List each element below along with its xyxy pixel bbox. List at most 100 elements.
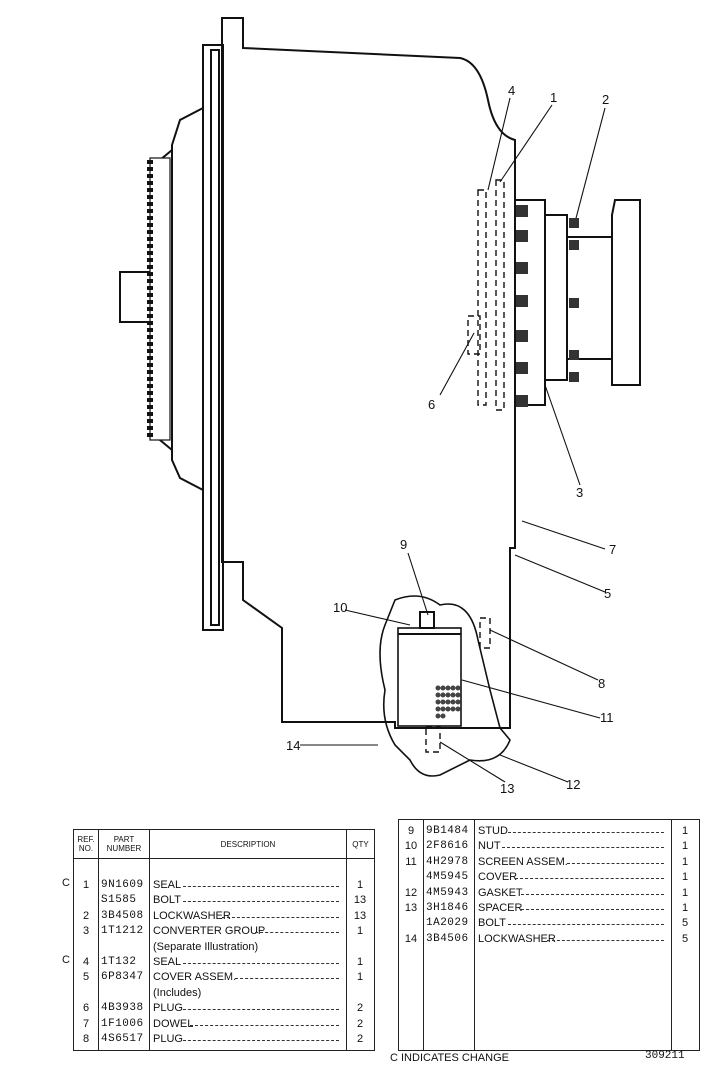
cell-ref: 8 <box>82 1033 90 1045</box>
callout-12: 12 <box>566 777 580 792</box>
cell-qty: 1 <box>356 925 364 938</box>
cell-desc: PLUG <box>153 1033 183 1045</box>
flange-plate <box>202 44 224 631</box>
leader-dashes <box>521 901 664 910</box>
cell-desc: DOWEL <box>153 1017 194 1030</box>
cell-desc: LOCKWASHER <box>153 909 231 922</box>
cell-qty: 2 <box>356 1002 364 1015</box>
cell-ref: 4 <box>82 956 90 968</box>
cell-ref: 14 <box>404 932 418 945</box>
callout-3: 3 <box>576 485 583 500</box>
cell-qty: 1 <box>681 871 689 884</box>
leader-dashes <box>183 878 339 887</box>
table-row: 3 1T1212 CONVERTER GROUP 1 <box>74 924 374 939</box>
cell-desc: SPACER <box>478 902 523 914</box>
table-row: 14 3B4506 LOCKWASHER 5 <box>399 932 699 947</box>
cell-ref: 1 <box>82 879 90 891</box>
cell-part: 3B4508 <box>101 909 144 922</box>
cell-desc: COVER <box>478 871 518 884</box>
cell-part: 3B4506 <box>426 932 469 945</box>
leader-dashes <box>183 1032 339 1041</box>
cell-part: 4S6517 <box>101 1033 144 1045</box>
cell-desc: LOCKWASHER <box>478 932 556 945</box>
cell-desc: CONVERTER GROUP <box>153 925 266 938</box>
cell-qty: 2 <box>356 1033 364 1045</box>
cell-part: 1T1212 <box>101 925 144 938</box>
cell-part: 1A2029 <box>426 917 469 930</box>
cell-desc: (Includes) <box>153 986 202 999</box>
cell-qty: 1 <box>681 886 689 899</box>
callout-14: 14 <box>286 738 300 753</box>
cell-ref: 11 <box>405 855 417 868</box>
cell-qty: 1 <box>681 840 689 853</box>
cell-ref: 10 <box>404 840 418 853</box>
callout-8: 8 <box>598 676 605 691</box>
leader-dashes <box>508 916 664 926</box>
table-row: 4M5945 COVER 1 <box>399 870 699 885</box>
cell-desc: STUD <box>478 825 508 837</box>
cell-part: 4M5945 <box>426 871 469 884</box>
callout-2: 2 <box>602 92 609 107</box>
yoke-flange <box>611 199 641 386</box>
cell-part: S1585 <box>101 894 137 907</box>
cell-qty: 5 <box>681 917 689 930</box>
cell-ref: 12 <box>404 886 418 899</box>
cell-part: 9B1484 <box>426 825 469 837</box>
filter-cutaway <box>379 595 511 777</box>
ring-gear <box>149 157 171 441</box>
change-mark: C <box>62 954 70 966</box>
cell-ref: 6 <box>82 1002 90 1015</box>
screen-assembly <box>397 627 462 727</box>
table-row: 10 2F8616 NUT 1 <box>399 839 699 854</box>
cell-desc: SEAL <box>153 956 182 968</box>
callout-4: 4 <box>508 83 515 98</box>
callout-6: 6 <box>428 397 435 412</box>
cell-qty: 5 <box>681 932 689 945</box>
leader-dashes <box>514 870 664 880</box>
callout-11: 11 <box>600 710 614 725</box>
header-qty: QTY <box>352 839 369 849</box>
table-row: 6 4B3938 PLUG 2 <box>74 1001 374 1016</box>
exploded-parts-drawing: 1 2 3 4 5 6 7 8 9 10 11 12 13 14 <box>119 17 641 796</box>
leader-dashes <box>508 824 664 833</box>
cell-qty: 1 <box>681 855 689 868</box>
housing-outline <box>221 17 516 729</box>
cell-desc: SEAL <box>153 879 182 891</box>
cell-desc: SCREEN ASSEM. <box>478 855 568 868</box>
table-row: (Includes) <box>74 986 374 1001</box>
cell-ref: 7 <box>82 1017 90 1030</box>
cell-part: 1F1006 <box>101 1017 144 1030</box>
leader-dashes <box>183 955 339 964</box>
cell-desc: NUT <box>478 840 501 853</box>
callout-10: 10 <box>333 600 347 615</box>
cell-ref: 2 <box>82 909 90 922</box>
cell-part: 4B3938 <box>101 1002 144 1015</box>
cell-part: 2F8616 <box>426 840 469 853</box>
leader-dashes <box>501 839 664 849</box>
cell-part: 6P8347 <box>101 971 144 984</box>
cell-desc: PLUG <box>153 1002 183 1015</box>
cell-desc: GASKET <box>478 886 523 899</box>
leader-dashes <box>183 893 339 903</box>
change-note: C INDICATES CHANGE <box>390 1052 509 1064</box>
callout-13: 13 <box>500 781 514 796</box>
cell-qty: 2 <box>356 1017 364 1030</box>
cell-ref: 5 <box>82 971 90 984</box>
cell-part: 9N1609 <box>101 879 144 891</box>
change-mark: C <box>62 877 70 889</box>
leader-dashes <box>566 855 664 864</box>
cell-part: 3H1846 <box>426 902 469 914</box>
illustration-id: 309211 <box>645 1050 685 1062</box>
flange-inner <box>210 49 220 626</box>
adapter-plate <box>514 199 546 406</box>
callout-1: 1 <box>550 90 557 105</box>
cell-ref: 3 <box>82 925 90 938</box>
